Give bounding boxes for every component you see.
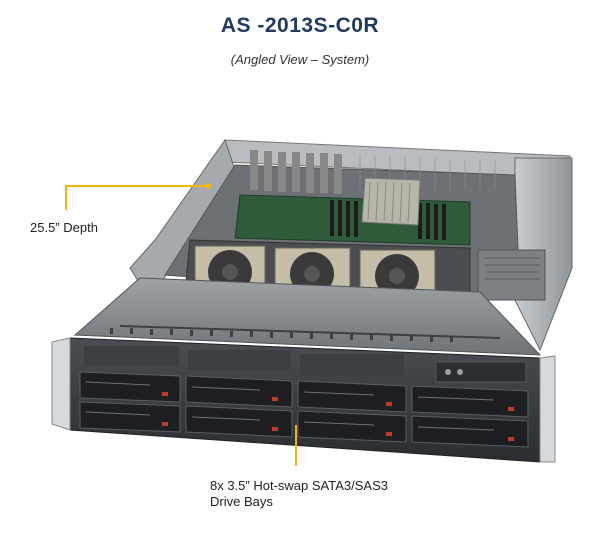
rear-expansion-slots bbox=[250, 150, 342, 194]
control-panel bbox=[435, 361, 527, 383]
power-supply bbox=[477, 249, 546, 301]
page-subtitle: (Angled View – System) bbox=[230, 52, 370, 67]
left-rack-handle bbox=[51, 337, 71, 431]
page-title: AS -2013S-C0R bbox=[220, 14, 380, 37]
right-rack-handle bbox=[539, 355, 556, 463]
drive-bays-callout-line2: Drive Bays bbox=[210, 494, 273, 509]
drive-bays bbox=[79, 371, 529, 448]
drive-bays-callout-line1: 8x 3.5” Hot-swap SATA3/SAS3 bbox=[210, 478, 388, 493]
drive-bays-callout: 8x 3.5” Hot-swap SATA3/SAS3 Drive Bays bbox=[210, 478, 430, 510]
cpu-heatsink bbox=[361, 177, 421, 226]
depth-callout-label: 25.5” Depth bbox=[30, 220, 98, 235]
depth-callout-line bbox=[65, 185, 208, 210]
